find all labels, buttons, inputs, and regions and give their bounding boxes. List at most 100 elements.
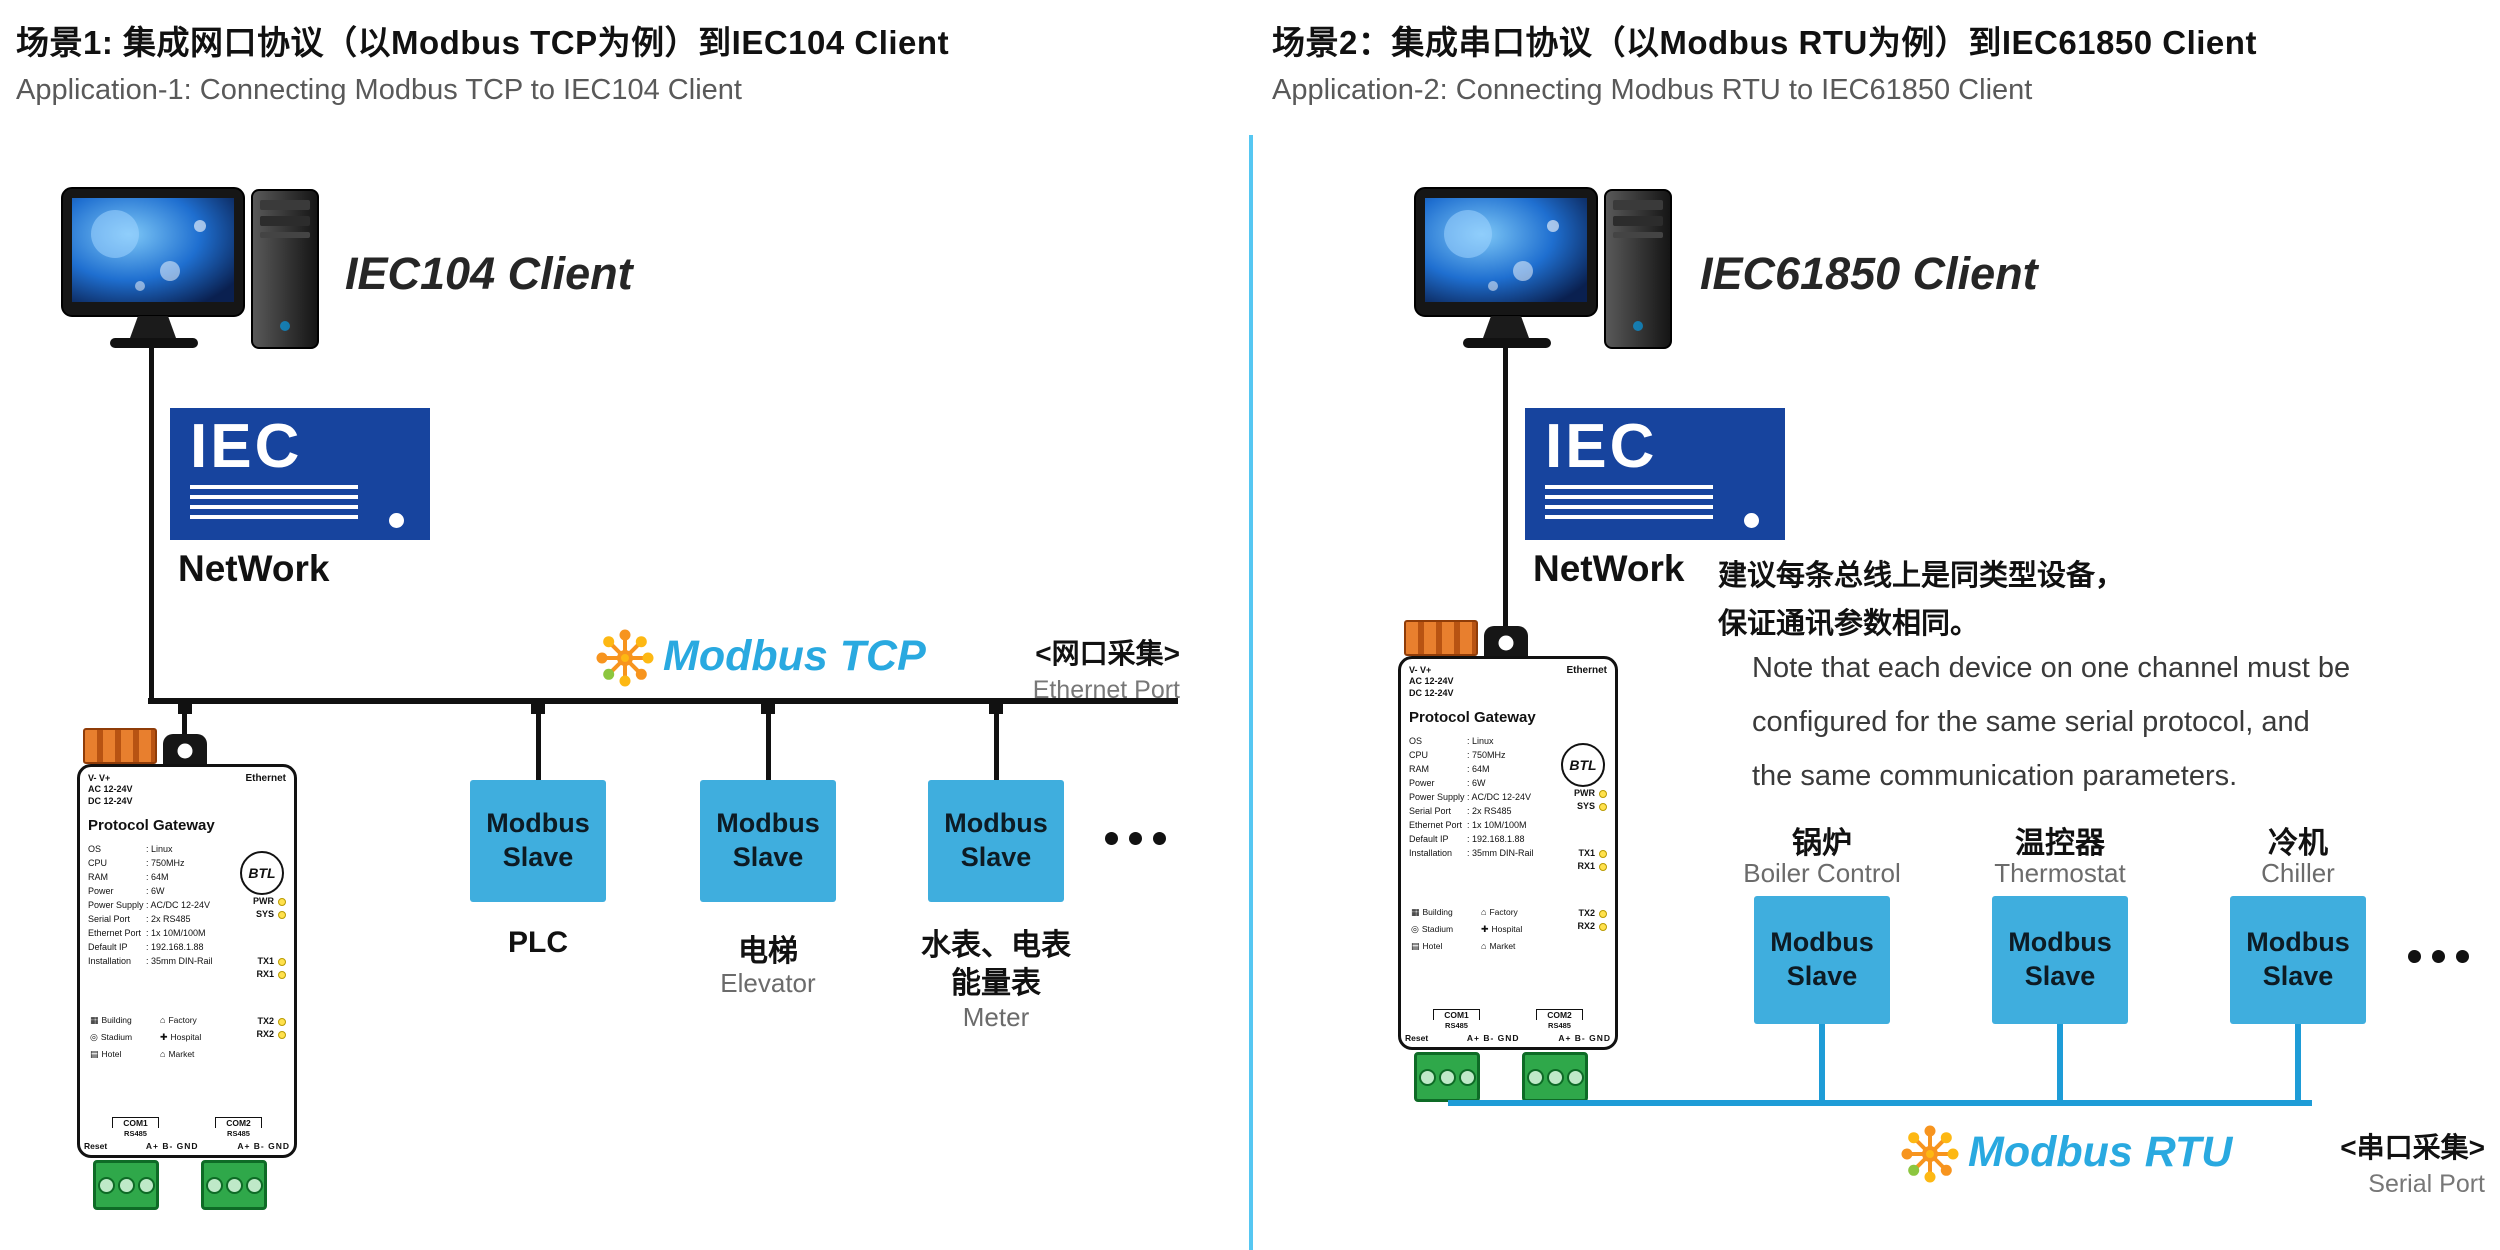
led-dot-icon	[1599, 802, 1607, 811]
led-dot-icon	[1599, 849, 1607, 858]
application-places: ▦Building ⌂Factory ◎Stadium ✚Hospital ▤H…	[90, 1015, 202, 1059]
iec-logo-dot	[389, 513, 404, 528]
right-scenario-title: 场景2：集成串口协议（以Modbus RTU为例）到IEC61850 Clien…	[1272, 24, 2257, 61]
rs485-terminal-block	[93, 1160, 159, 1210]
btl-mark-icon: BTL	[240, 851, 284, 895]
right-client-to-gateway-line	[1503, 346, 1508, 626]
led-dot-icon	[278, 1030, 286, 1039]
led-dot-icon	[1599, 789, 1607, 798]
market-icon: ⌂	[1481, 941, 1487, 951]
right-scenario-subtitle: Application-2: Connecting Modbus RTU to …	[1272, 74, 2033, 106]
mount-hole	[177, 743, 193, 758]
slave1-name-cn: PLC	[508, 926, 568, 959]
modbus-slave-box: Modbus Slave	[470, 780, 606, 902]
left-client-label: IEC104 Client	[345, 248, 633, 299]
serial-collect-cn: <串口采集>	[2340, 1132, 2485, 1163]
drop-line-gateway	[182, 704, 187, 734]
modbus-slave-box: Modbus Slave	[700, 780, 836, 902]
led-group-power: PWR SYS	[1574, 787, 1607, 813]
hotel-icon: ▤	[90, 1049, 99, 1059]
slave3-name-en: Meter	[962, 1002, 1030, 1032]
drop-line-slave1	[536, 704, 541, 780]
modbus-rtu-bus-line	[1448, 1100, 2312, 1106]
led-dot-icon	[278, 970, 286, 979]
note-en-line3: the same communication parameters.	[1752, 760, 2238, 792]
ethernet-port-label: Ethernet	[1566, 665, 1607, 676]
note-cn-line1: 建议每条总线上是同类型设备，	[1718, 560, 2125, 592]
device1-name-cn: 锅炉	[1792, 827, 1852, 860]
drop-line-slave2	[766, 704, 771, 780]
note-cn-line2: 保证通讯参数相同。	[1718, 608, 1980, 640]
stadium-icon: ◎	[90, 1032, 98, 1042]
right-collect-block: <串口采集> Serial Port	[2270, 1126, 2485, 1199]
hospital-icon: ✚	[1481, 924, 1489, 934]
hotel-icon: ▤	[1411, 941, 1420, 951]
rs485-terminal-block	[1522, 1052, 1588, 1102]
led-group-power: PWR SYS	[253, 895, 286, 921]
device2-name-en: Thermostat	[1994, 858, 2126, 888]
device3-name-cn: 冷机	[2268, 827, 2328, 860]
drop-line-device2	[2057, 1024, 2063, 1100]
modbus-slave-box: Modbus Slave	[928, 780, 1064, 902]
ethernet-port-label: Ethernet	[245, 773, 286, 784]
modbus-slave-box: Modbus Slave	[1992, 896, 2128, 1024]
left-scenario-title: 场景1: 集成网口协议（以Modbus TCP为例）到IEC104 Client	[16, 24, 950, 61]
power-connector	[83, 728, 157, 764]
modbus-slave-box: Modbus Slave	[2230, 896, 2366, 1024]
led-dot-icon	[1599, 922, 1607, 931]
stadium-icon: ◎	[1411, 924, 1419, 934]
right-client-label: IEC61850 Client	[1700, 248, 2038, 299]
btl-mark-icon: BTL	[1561, 743, 1605, 787]
iec-network-logo: IEC	[170, 408, 430, 540]
note-en-line1: Note that each device on one channel mus…	[1752, 652, 2351, 684]
left-client-to-bus-line	[149, 346, 154, 698]
drop-line-slave3	[994, 704, 999, 780]
power-connector	[1404, 620, 1478, 656]
slave2-name-en: Elevator	[720, 968, 816, 998]
left-network-label: NetWork	[178, 548, 330, 589]
gateway-title: Protocol Gateway	[88, 816, 215, 834]
drop-line-device1	[1819, 1024, 1825, 1100]
gateway-spec-list: OSLinux CPU750MHz RAM64M Power6W Power S…	[88, 842, 240, 968]
ellipsis-dots	[2408, 950, 2469, 963]
slave3-name-cn2: 能量表	[951, 967, 1041, 1000]
device1-name-en: Boiler Control	[1743, 858, 1901, 888]
modbus-logo-icon	[596, 629, 654, 687]
rs485-terminal-block	[201, 1160, 267, 1210]
factory-icon: ⌂	[160, 1015, 166, 1025]
led-group-com1: TX1 RX1	[1577, 847, 1607, 873]
iec-logo-text: IEC	[190, 412, 303, 481]
factory-icon: ⌂	[1481, 907, 1487, 917]
led-dot-icon	[1599, 909, 1607, 918]
note-en-line2: configured for the same serial protocol,…	[1752, 706, 2310, 738]
right-network-label: NetWork	[1533, 548, 1685, 589]
computer-icon	[1414, 187, 1672, 349]
gateway-title: Protocol Gateway	[1409, 708, 1536, 726]
modbus-slave-box: Modbus Slave	[1754, 896, 1890, 1024]
building-icon: ▦	[90, 1015, 99, 1025]
gateway-spec-list: OSLinux CPU750MHz RAM64M Power6W Power S…	[1409, 734, 1561, 860]
modbus-logo-icon	[1901, 1125, 1959, 1183]
led-dot-icon	[278, 957, 286, 966]
iec-logo-dot	[1744, 513, 1759, 528]
din-mount-tab	[163, 734, 207, 764]
hospital-icon: ✚	[160, 1032, 168, 1042]
modbus-tcp-label: Modbus TCP	[663, 632, 926, 680]
modbus-rtu-label: Modbus RTU	[1968, 1128, 2233, 1176]
led-dot-icon	[278, 910, 286, 919]
left-scenario-subtitle: Application-1: Connecting Modbus TCP to …	[16, 74, 742, 106]
led-group-com2: TX2 RX2	[256, 1015, 286, 1041]
rs485-terminal-block	[1414, 1052, 1480, 1102]
din-mount-tab	[1484, 626, 1528, 656]
iec-logo-lines	[190, 485, 410, 520]
led-dot-icon	[278, 1017, 286, 1026]
led-dot-icon	[1599, 862, 1607, 871]
